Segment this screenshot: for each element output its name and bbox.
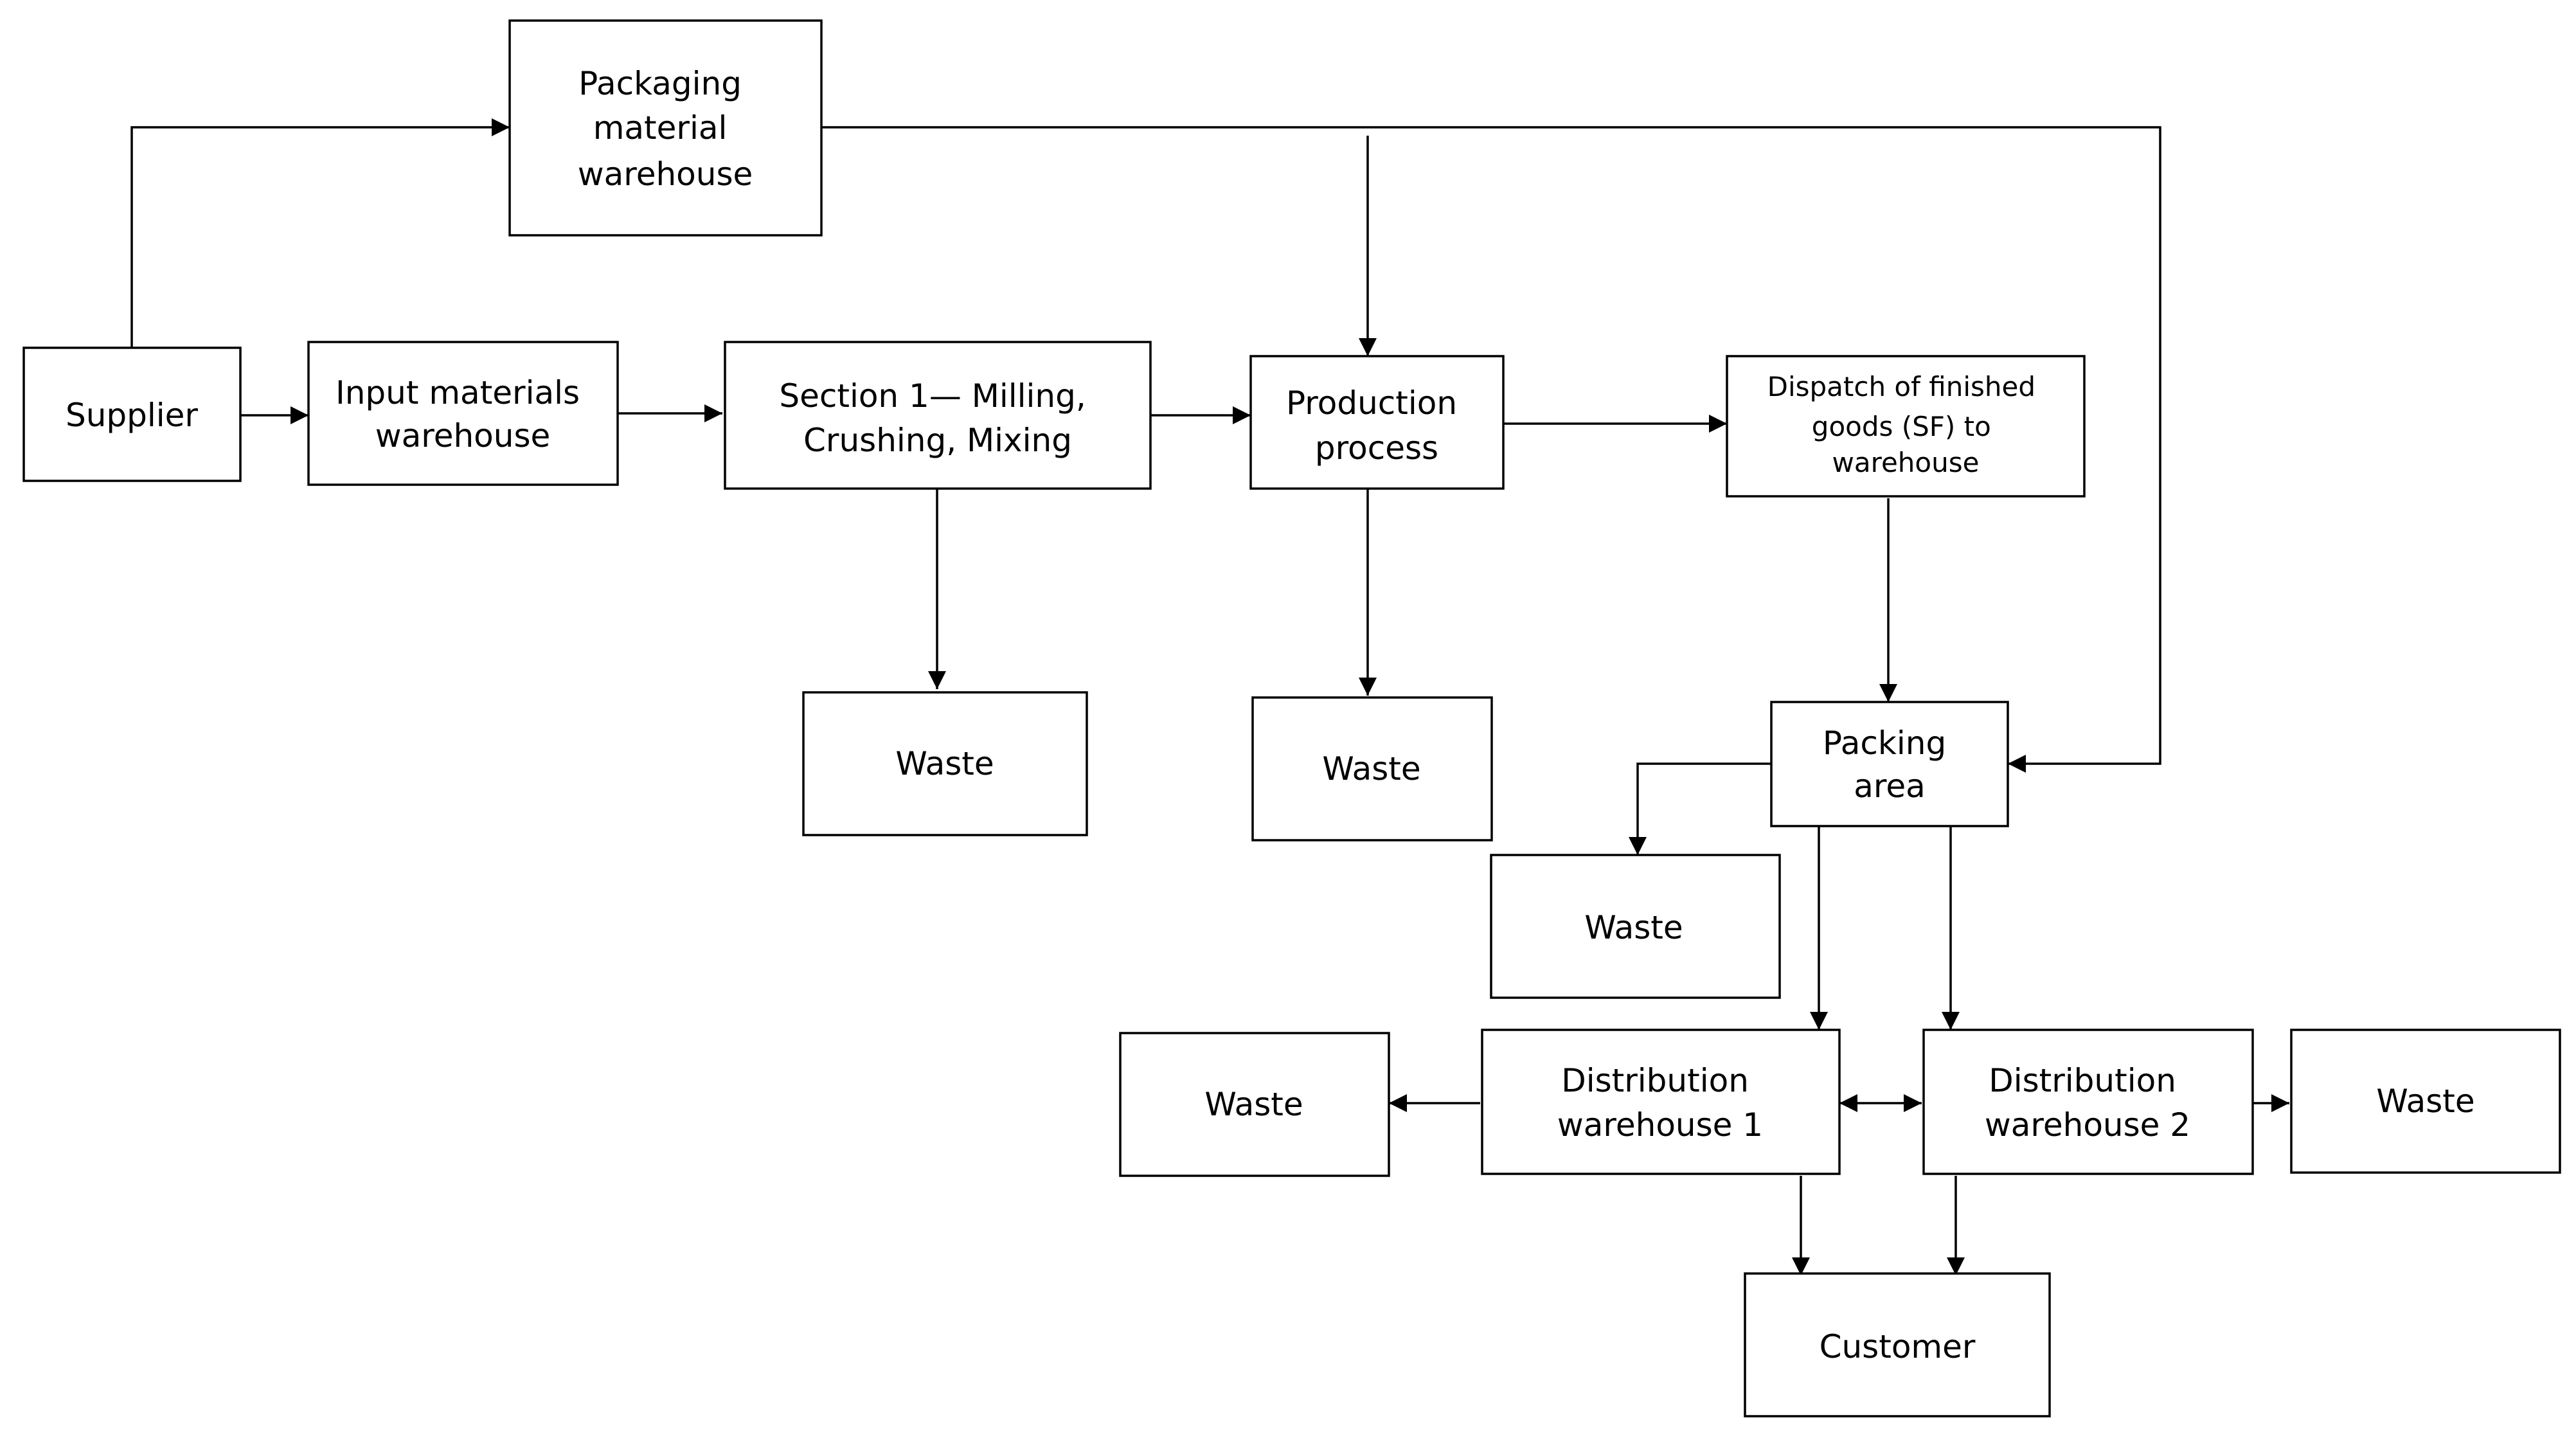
svg-text:Production process: Production process — [1286, 384, 1467, 467]
node-packing-area: Packing area — [1770, 701, 2009, 827]
edge-packaging-warehouse-to-packing-area — [821, 126, 2161, 773]
svg-text:Section 1— Milling, Crus: Section 1— Milling, Crushing, Mixing — [779, 377, 1096, 459]
node-label-line: warehouse — [1832, 447, 1980, 478]
edges — [130, 118, 2289, 1275]
node-supplier: Supplier — [22, 346, 242, 482]
node-section-1: Section 1— Milling, Crushing, Mixing — [724, 341, 1152, 490]
node-waste-distribution-2: Waste — [2290, 1029, 2561, 1174]
svg-text:Waste: Waste — [2376, 1083, 2474, 1120]
svg-text:Waste: Waste — [895, 745, 994, 782]
node-label-line: warehouse — [375, 417, 551, 455]
node-label-line: Production — [1286, 384, 1457, 422]
node-customer: Customer — [1744, 1272, 2051, 1418]
node-label-line: Section 1— Milling, — [779, 377, 1086, 415]
node-input-materials-warehouse: Input materials warehouse — [307, 341, 619, 486]
node-waste-section1: Waste — [802, 691, 1088, 836]
svg-text:Distribution warehouse 2: Distribution warehouse 2 — [1985, 1062, 2190, 1144]
node-production-process: Production process — [1249, 355, 1505, 490]
svg-text:Dispatch of finished goo: Dispatch of finished goods (SF) to wareh… — [1767, 371, 2044, 478]
node-label-line: goods (SF) to — [1812, 411, 1991, 442]
node-label-line: Supplier — [66, 397, 198, 434]
node-label-line: Packing — [1823, 724, 1946, 762]
node-label-line: material — [593, 109, 728, 147]
svg-text:Waste: Waste — [1322, 750, 1420, 788]
node-distribution-warehouse-2: Distribution warehouse 2 — [1922, 1029, 2254, 1175]
node-label-line: Packaging — [578, 65, 742, 102]
svg-text:Distribution warehouse 1: Distribution warehouse 1 — [1557, 1062, 1763, 1144]
node-label-line: Waste — [895, 745, 994, 782]
node-label-line: Customer — [1820, 1328, 1976, 1365]
svg-text:Customer: Customer — [1820, 1328, 1976, 1365]
svg-text:Input materials warehous: Input materials warehouse — [335, 374, 590, 455]
node-label-line: Distribution — [1561, 1062, 1749, 1099]
node-label-line: Waste — [2376, 1083, 2474, 1120]
svg-text:Packing area: Packing area — [1823, 724, 1956, 805]
node-label-line: warehouse 2 — [1985, 1106, 2190, 1144]
node-packaging-material-warehouse: Packaging material warehouse — [508, 19, 823, 237]
node-label-line: warehouse 1 — [1557, 1106, 1763, 1144]
node-label-line: area — [1854, 768, 1926, 805]
node-label-line: process — [1315, 429, 1438, 467]
edge-supplier-to-packaging-warehouse — [130, 118, 510, 348]
node-label-line: warehouse — [578, 156, 753, 193]
node-label-line: Input materials — [335, 374, 580, 411]
node-distribution-warehouse-1: Distribution warehouse 1 — [1481, 1029, 1841, 1175]
svg-text:Waste: Waste — [1584, 909, 1683, 946]
node-label-line: Waste — [1322, 750, 1420, 788]
edge-packing-area-to-waste — [1629, 762, 1771, 855]
node-dispatch-finished-goods: Dispatch of finished goods (SF) to wareh… — [1726, 355, 2086, 498]
node-label-line: Distribution — [1989, 1062, 2176, 1099]
svg-text:Packaging material: Packaging material warehouse — [578, 65, 753, 193]
svg-text:Supplier: Supplier — [66, 397, 198, 434]
node-waste-packing: Waste — [1490, 854, 1781, 999]
svg-text:Waste: Waste — [1204, 1086, 1303, 1123]
node-waste-production: Waste — [1251, 696, 1493, 842]
node-waste-distribution-1: Waste — [1119, 1032, 1390, 1177]
node-label-line: Dispatch of finished — [1767, 371, 2035, 402]
node-label-line: Waste — [1204, 1086, 1303, 1123]
node-label-line: Waste — [1584, 909, 1683, 946]
node-label-line: Crushing, Mixing — [803, 422, 1072, 459]
